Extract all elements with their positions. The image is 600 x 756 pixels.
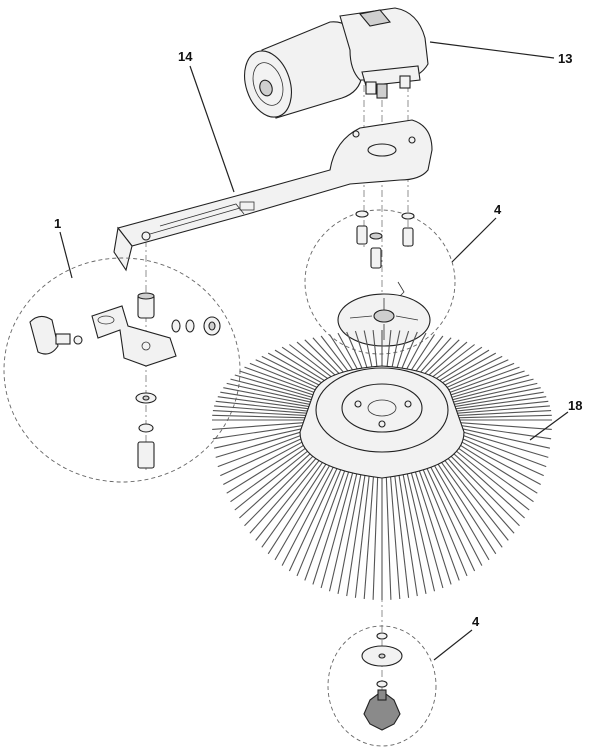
bristle	[442, 439, 530, 511]
callout-4-upper: 4	[494, 202, 502, 217]
bristle	[312, 456, 355, 585]
bristle	[416, 454, 468, 577]
bristle	[220, 391, 316, 409]
bristle	[296, 454, 348, 577]
bristle	[363, 459, 376, 600]
bristle	[223, 433, 317, 485]
bristle	[255, 446, 331, 541]
bristle	[403, 457, 436, 592]
bristle	[239, 370, 324, 399]
bristle	[304, 455, 351, 581]
bristle	[328, 457, 361, 592]
bristle	[320, 457, 358, 589]
bristle	[396, 459, 418, 597]
callout-13: 13	[558, 51, 572, 66]
bristle	[440, 370, 525, 399]
bristle	[451, 405, 550, 415]
bristle	[244, 443, 326, 527]
bristle	[230, 378, 320, 403]
bristle	[399, 458, 427, 595]
bristle	[450, 427, 549, 458]
callout-labels: 13 14 1 4 18 4	[54, 49, 582, 629]
bristle	[226, 435, 319, 494]
side-brush	[212, 330, 552, 600]
bristle	[220, 431, 316, 477]
bristle	[442, 374, 530, 401]
bristle	[281, 452, 342, 566]
bristle	[337, 458, 365, 595]
callout-18: 18	[568, 398, 582, 413]
bristle	[450, 425, 551, 449]
callout-4-lower: 4	[472, 614, 480, 629]
callout-1: 1	[54, 216, 61, 231]
bristle	[217, 429, 315, 468]
bristle	[447, 387, 541, 407]
bristle	[451, 421, 552, 430]
bristle	[445, 382, 538, 405]
bristle	[215, 427, 314, 458]
bristle	[213, 425, 314, 449]
bristle	[422, 452, 483, 566]
bristle	[413, 455, 460, 581]
bristle	[449, 396, 547, 411]
bristle	[438, 443, 520, 527]
bristle	[447, 433, 541, 485]
bristle	[261, 447, 333, 548]
brush-hub-kit-lower	[327, 625, 437, 747]
bristle	[428, 449, 497, 555]
brush-hub-kit-upper	[304, 209, 456, 355]
bristle	[451, 414, 552, 419]
bristle	[234, 439, 322, 511]
bristle	[214, 405, 313, 415]
bristle	[448, 391, 544, 409]
bristle	[444, 378, 534, 403]
bristle	[288, 453, 345, 572]
mounting-hardware-kit	[3, 257, 241, 483]
bristle	[431, 447, 503, 548]
bristle	[438, 366, 520, 398]
bristle	[212, 423, 313, 440]
bristle	[354, 459, 372, 598]
bristle	[435, 444, 515, 534]
bristle	[215, 400, 314, 413]
bristle	[372, 459, 379, 600]
bristle	[406, 457, 444, 589]
leader-lines	[59, 41, 569, 661]
bristle	[448, 431, 544, 477]
bristle	[244, 366, 326, 398]
bristle	[450, 400, 549, 413]
bristle	[445, 435, 538, 494]
bristle	[392, 459, 410, 598]
bristle	[385, 459, 392, 600]
bristle	[217, 396, 315, 411]
bristle	[388, 459, 401, 600]
callout-14: 14	[178, 49, 193, 64]
bristle	[274, 450, 339, 561]
bristle	[212, 414, 313, 419]
bristle	[440, 441, 525, 519]
bristle	[249, 444, 329, 534]
bristle	[425, 450, 490, 561]
drive-motor	[244, 7, 429, 119]
bristle	[346, 459, 368, 597]
bristle	[223, 387, 317, 407]
bristle	[409, 456, 452, 585]
bristle	[419, 453, 476, 572]
bristle	[267, 449, 336, 555]
bristle	[212, 410, 313, 417]
motor-arm	[113, 119, 433, 272]
bristle	[226, 382, 319, 405]
bristle	[449, 429, 547, 468]
bristle	[212, 421, 313, 430]
bristle	[451, 410, 552, 417]
bristle	[239, 441, 324, 519]
bristle	[234, 374, 322, 401]
bristle	[433, 446, 509, 541]
